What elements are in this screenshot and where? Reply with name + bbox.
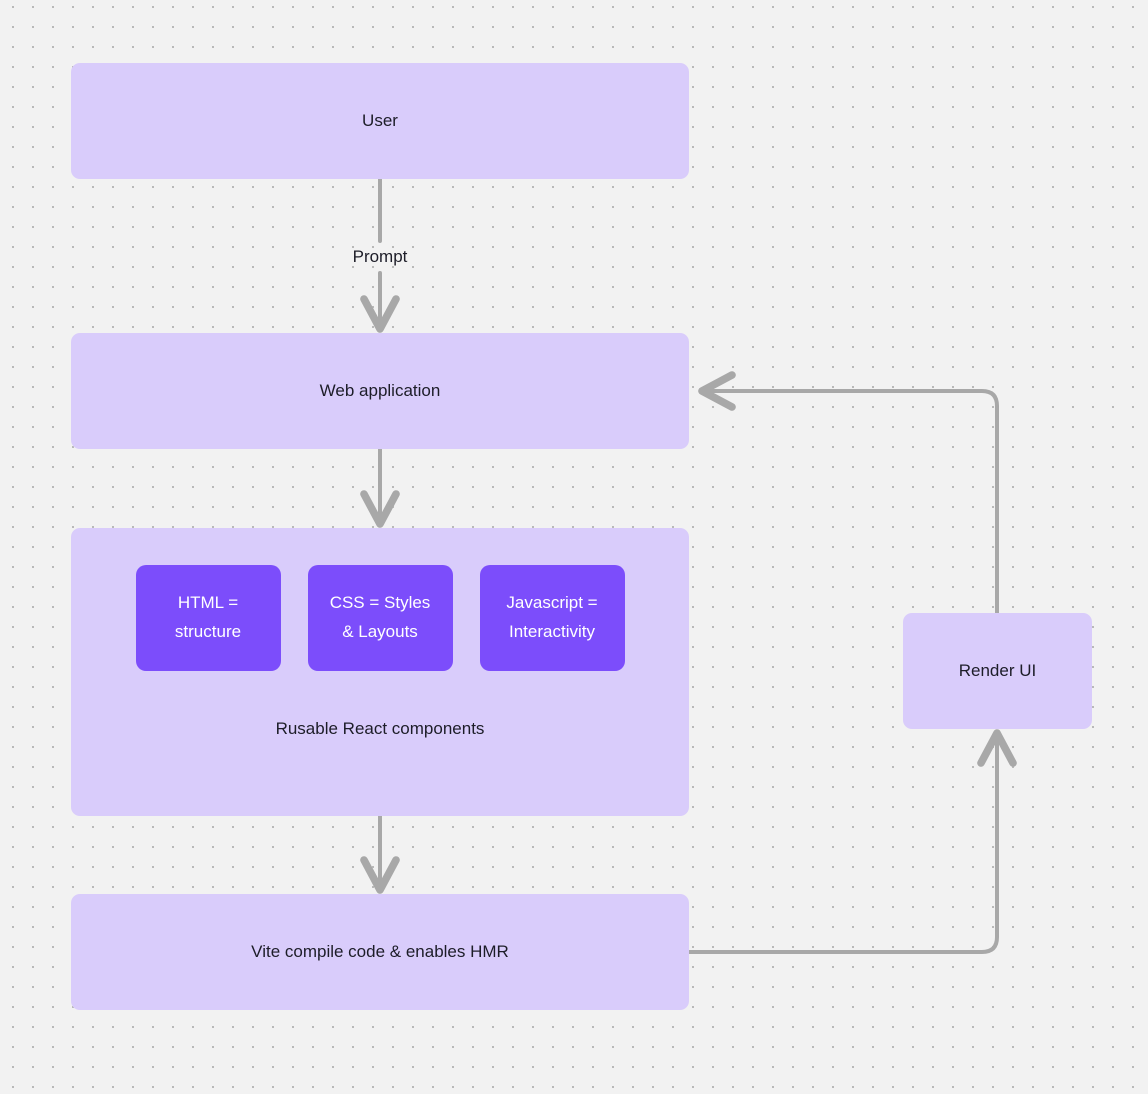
- chip-javascript-line2: Interactivity: [509, 622, 595, 641]
- edge-render-to-webapp: [698, 371, 999, 615]
- chip-css[interactable]: CSS = Styles & Layouts: [307, 565, 453, 671]
- edge-label-prompt: Prompt: [352, 247, 408, 266]
- chip-css-label: CSS = Styles & Layouts: [330, 589, 431, 647]
- node-vite-compile-label: Vite compile code & enables HMR: [251, 941, 509, 961]
- node-user[interactable]: User: [71, 63, 689, 179]
- chip-css-line1: CSS = Styles: [329, 593, 431, 613]
- chip-css-line2: & Layouts: [342, 622, 418, 641]
- chip-javascript-line1: Javascript =: [506, 593, 598, 613]
- chip-html[interactable]: HTML = structure: [135, 565, 281, 671]
- node-reusable-react-components[interactable]: HTML = structure CSS = Styles & Layouts …: [71, 528, 689, 816]
- edge-vite-to-render: [687, 729, 1017, 954]
- chip-html-label: HTML = structure: [175, 589, 241, 647]
- node-web-application-label: Web application: [319, 380, 441, 400]
- chip-html-line2: structure: [174, 622, 242, 641]
- node-reusable-react-components-label: Rusable React components: [275, 719, 485, 738]
- node-render-ui[interactable]: Render UI: [903, 613, 1092, 729]
- chip-javascript[interactable]: Javascript = Interactivity: [479, 565, 625, 671]
- node-web-application[interactable]: Web application: [71, 333, 689, 449]
- node-render-ui-label: Render UI: [958, 660, 1037, 680]
- node-vite-compile[interactable]: Vite compile code & enables HMR: [71, 894, 689, 1010]
- chip-javascript-label: Javascript = Interactivity: [506, 589, 597, 647]
- chip-html-line1: HTML =: [177, 593, 239, 613]
- chip-row: HTML = structure CSS = Styles & Layouts …: [71, 565, 689, 671]
- node-user-label: User: [362, 110, 398, 130]
